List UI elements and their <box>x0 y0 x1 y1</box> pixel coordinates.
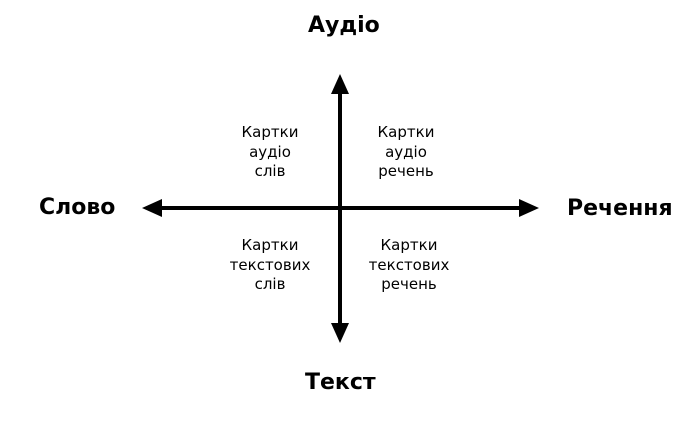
quadrant-line: речень <box>381 275 437 293</box>
quadrant-line: аудіо <box>385 142 427 161</box>
quadrant-bottom-left: Картки текстових слів <box>210 236 330 295</box>
quadrant-line: текстових <box>229 255 311 274</box>
left-arrowhead <box>142 199 162 217</box>
quadrant-line: Картки <box>241 123 299 141</box>
axis-label-left: Слово <box>39 195 116 220</box>
axis-label-bottom: Текст <box>305 370 376 395</box>
right-arrowhead <box>519 199 539 217</box>
quadrant-bottom-right: Картки текстових речень <box>349 236 469 295</box>
quadrant-top-right: Картки аудіо речень <box>346 123 466 182</box>
quadrant-line: аудіо <box>249 142 291 161</box>
bottom-arrowhead <box>331 323 349 343</box>
quadrant-line: Картки <box>241 236 299 254</box>
quadrant-top-left: Картки аудіо слів <box>210 123 330 182</box>
axis-label-right: Речення <box>567 196 673 221</box>
quadrant-line: Картки <box>377 123 435 141</box>
quadrant-line: Картки <box>380 236 438 254</box>
quadrant-line: текстових <box>368 255 450 274</box>
axis-label-top: Аудіо <box>308 13 380 38</box>
quadrant-line: слів <box>254 275 286 293</box>
quadrant-line: слів <box>254 162 286 180</box>
top-arrowhead <box>331 74 349 94</box>
quadrant-line: речень <box>378 162 434 180</box>
